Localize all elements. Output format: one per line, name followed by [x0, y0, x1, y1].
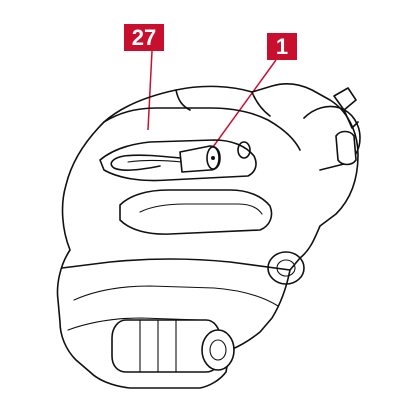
leader-line-27: [147, 50, 153, 131]
guide-pin-ribs: [139, 319, 177, 373]
caliper-bore-fitting: [237, 141, 251, 159]
guide-pin-housing: [111, 319, 221, 373]
window-inner-edge: [139, 203, 263, 215]
caliper-bridge-ridge: [175, 89, 271, 117]
guide-boss-right: [267, 251, 305, 285]
caliper-housing-outline: [56, 83, 359, 389]
leader-line-1: [204, 59, 277, 159]
sensor-slot: [99, 139, 257, 182]
callout-27: 27: [124, 24, 164, 51]
caliper-lower-fins: [67, 285, 279, 331]
callout-1: 1: [267, 33, 297, 60]
wear-sensor: [179, 145, 221, 173]
guide-pin-end-center: [209, 339, 227, 361]
caliper-window: [119, 189, 273, 235]
guide-pin-end: [201, 329, 235, 371]
caliper-bridge-top: [103, 107, 301, 151]
wear-sensor-cable: [110, 154, 181, 171]
caliper-lower-body: [61, 258, 291, 271]
bleed-screw: [333, 87, 357, 111]
guide-boss-right-hole: [276, 259, 296, 277]
bleed-screw-stem: [343, 109, 359, 129]
bleed-screw-cap: [335, 130, 357, 166]
wear-sensor-cable-inner: [127, 159, 183, 163]
wear-sensor-tip: [211, 156, 215, 160]
